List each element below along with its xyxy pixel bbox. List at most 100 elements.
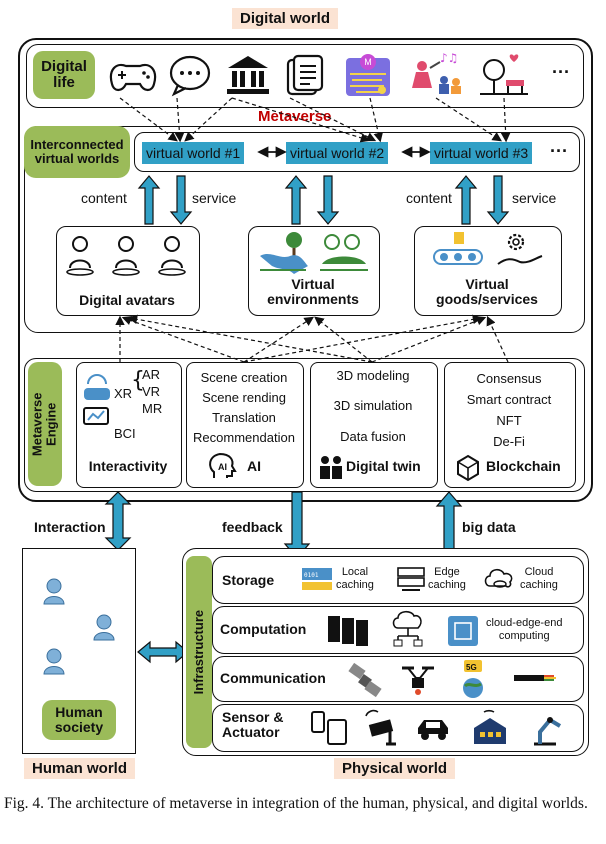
twin-item: 3D simulation: [333, 398, 413, 413]
xr-brace: {: [131, 368, 145, 393]
computation-icons: [328, 610, 478, 647]
bank-icon: [227, 56, 269, 94]
feedback-label: feedback: [222, 519, 283, 535]
satellite-icon: [348, 662, 382, 698]
metaverse-label: Metaverse: [258, 108, 332, 125]
river-landscape-icon: [260, 232, 308, 274]
metaverse-crypto-icon: M: [346, 54, 390, 96]
environment-icons: [260, 232, 368, 274]
service-down-arrow: [316, 175, 340, 225]
camera-icon: [365, 709, 396, 746]
digital-avatars-label: Digital avatars: [79, 292, 175, 308]
figure-caption: Fig. 4. The architecture of metaverse in…: [4, 795, 588, 812]
drone-icon: [402, 666, 434, 695]
blockchain-cube-icon: [457, 454, 479, 482]
cloud-network-icon: [392, 610, 423, 647]
xr-label: XR: [114, 386, 133, 401]
service-down-arrow: [486, 175, 510, 225]
computation-title: Computation: [220, 621, 307, 637]
digital-life-more: ···: [552, 62, 570, 82]
right-service-label: service: [512, 190, 557, 206]
blockchain-title: Blockchain: [486, 458, 561, 474]
gamepad-icon: [109, 63, 157, 92]
ai-item: Translation: [212, 410, 276, 425]
virtual-world-1: virtual world #1: [142, 142, 245, 164]
blockchain-column: [444, 362, 576, 488]
life-to-worlds-dashes: [119, 97, 511, 143]
left-service-label: service: [192, 190, 237, 206]
sensor-icons: [311, 709, 562, 746]
virtual-world-2: virtual world #2: [286, 142, 389, 164]
virtual-world-3: virtual world #3: [430, 142, 533, 164]
twin-people-icon: [320, 456, 342, 479]
xr-ar: AR: [142, 367, 161, 382]
cable-icon: [514, 675, 556, 681]
content-up-arrow: [454, 175, 478, 225]
infrastructure-label: Infrastructure: [190, 609, 206, 695]
left-content-label: content: [81, 190, 127, 206]
xr-mr: MR: [142, 401, 163, 416]
ai-item: Recommendation: [193, 430, 295, 445]
interaction-label: Interaction: [34, 519, 106, 535]
content-up-arrow: [137, 175, 161, 225]
interactivity-icons: [83, 374, 110, 425]
blockchain-item: NFT: [496, 413, 522, 428]
avatar-icon: [158, 236, 186, 276]
digital-life-icons: M ♪♫: [109, 51, 528, 97]
conveyor-icon: [433, 232, 483, 265]
twin-title: Digital twin: [346, 458, 421, 474]
physical-world-label: Physical world: [334, 758, 456, 779]
interactivity-title: Interactivity: [88, 458, 168, 474]
human-society-label: Human society: [42, 700, 116, 740]
edge-computing-chip-icon: [448, 616, 478, 646]
twin-item: 3D modeling: [336, 368, 410, 383]
service-down-arrow: [169, 175, 193, 225]
ai-column: [186, 362, 304, 488]
twin-item: Data fusion: [340, 429, 406, 444]
blockchain-item: Consensus: [476, 371, 542, 386]
robot-arm-icon: [534, 717, 562, 746]
communication-title: Communication: [220, 670, 326, 686]
virtual-goods-label: Virtual goods/services: [436, 276, 538, 308]
vr-headset-icon: [84, 374, 110, 400]
person-icon: [93, 614, 115, 641]
avatars-icons: [66, 236, 186, 276]
communication-icons: 5G: [348, 660, 556, 698]
communication-row: [212, 656, 584, 702]
digital-life-label: Digital life: [33, 51, 95, 99]
human-physical-arrow: [137, 640, 189, 664]
storage-icons: 0101: [302, 567, 513, 591]
edge-caching-label: Edge caching: [428, 566, 466, 591]
engine-label-box: Metaverse Engine: [28, 362, 62, 486]
park-trees-icon: [320, 234, 368, 271]
engine-to-components-dashes: [115, 314, 509, 363]
sensor-title: Sensor & Actuator: [222, 709, 284, 741]
human-network-icons: [43, 578, 115, 675]
server-rack-icon: [328, 616, 368, 646]
interconnected-label: Interconnected virtual worlds: [24, 126, 130, 178]
blockchain-items: Consensus Smart contract NFT De-Fi: [444, 368, 574, 452]
digital-avatars-box: [56, 226, 200, 316]
interaction-arrow: [104, 491, 132, 551]
brain-chip-icon: [83, 407, 109, 425]
ai-item: Scene rending: [202, 390, 286, 405]
ai-title: AI: [247, 458, 261, 474]
phone-tablet-icon: [311, 711, 347, 745]
avatar-icon: [66, 236, 94, 276]
ai-item: Scene creation: [200, 370, 288, 385]
cloud-storage-icon: [484, 568, 513, 588]
xr-vr: VR: [142, 384, 161, 399]
right-content-label: content: [406, 190, 452, 206]
human-world-label: Human world: [24, 758, 136, 779]
service-hand-gear-icon: [497, 233, 543, 265]
chat-icon: [169, 55, 211, 97]
sensor-row: [212, 704, 584, 752]
svg-text:♪♫: ♪♫: [440, 51, 458, 65]
svg-text:M: M: [364, 57, 372, 67]
cloud-edge-end-label: cloud-edge-end computing: [486, 617, 563, 642]
virtual-worlds-more: ···: [550, 141, 568, 161]
ai-icon-text: AI: [218, 462, 227, 472]
document-icon: [286, 54, 324, 96]
edge-server-icon: [397, 567, 425, 591]
